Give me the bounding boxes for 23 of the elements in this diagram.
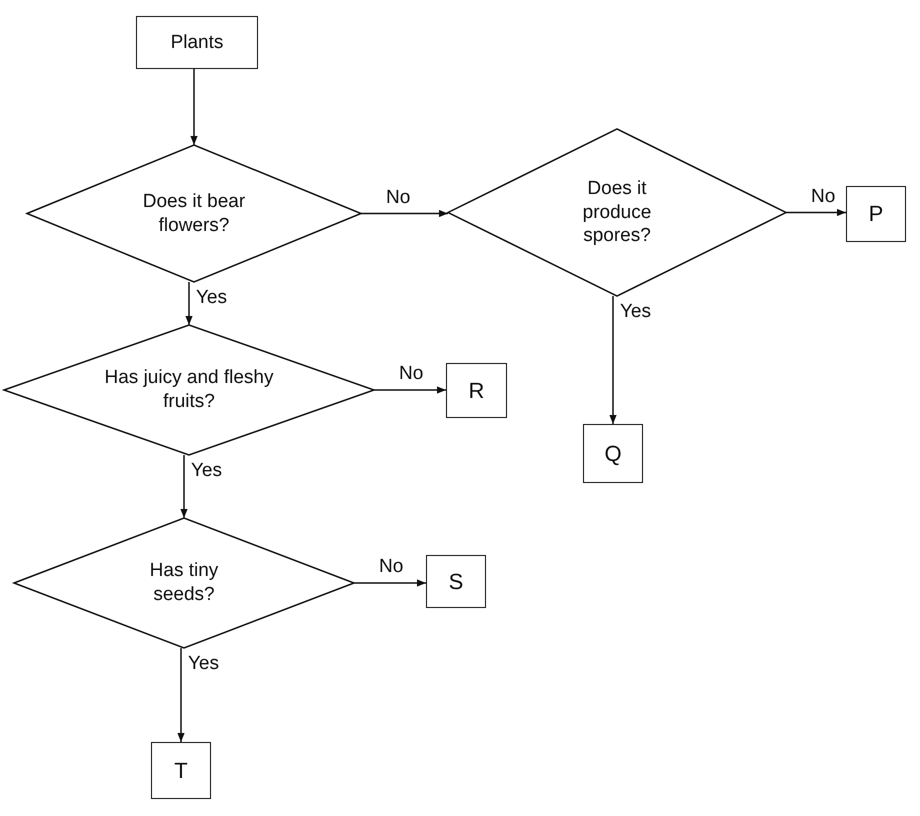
process-box: R	[446, 363, 507, 418]
decision-diamond	[4, 325, 374, 455]
arrow	[180, 455, 188, 518]
question-text: Has tiny seeds?	[148, 559, 220, 607]
question-text: Does it bear flowers?	[142, 190, 246, 238]
arrow	[361, 210, 448, 218]
process-box: S	[426, 555, 486, 608]
arrow	[786, 208, 846, 216]
process-box: P	[846, 186, 906, 242]
arrow	[354, 579, 426, 587]
decision-diamond	[27, 145, 361, 282]
process-box: Plants	[136, 16, 258, 69]
decision-diamond	[14, 518, 354, 648]
arrow	[609, 296, 617, 424]
arrow	[374, 386, 446, 394]
question-text: Has juicy and fleshy fruits?	[104, 366, 274, 414]
question-text: Does it produce spores?	[582, 176, 652, 248]
process-box: T	[151, 742, 211, 799]
process-box: Q	[583, 424, 643, 483]
arrow	[190, 69, 198, 145]
decision-diamond	[448, 129, 786, 296]
arrow	[177, 648, 185, 742]
arrow	[185, 282, 193, 325]
